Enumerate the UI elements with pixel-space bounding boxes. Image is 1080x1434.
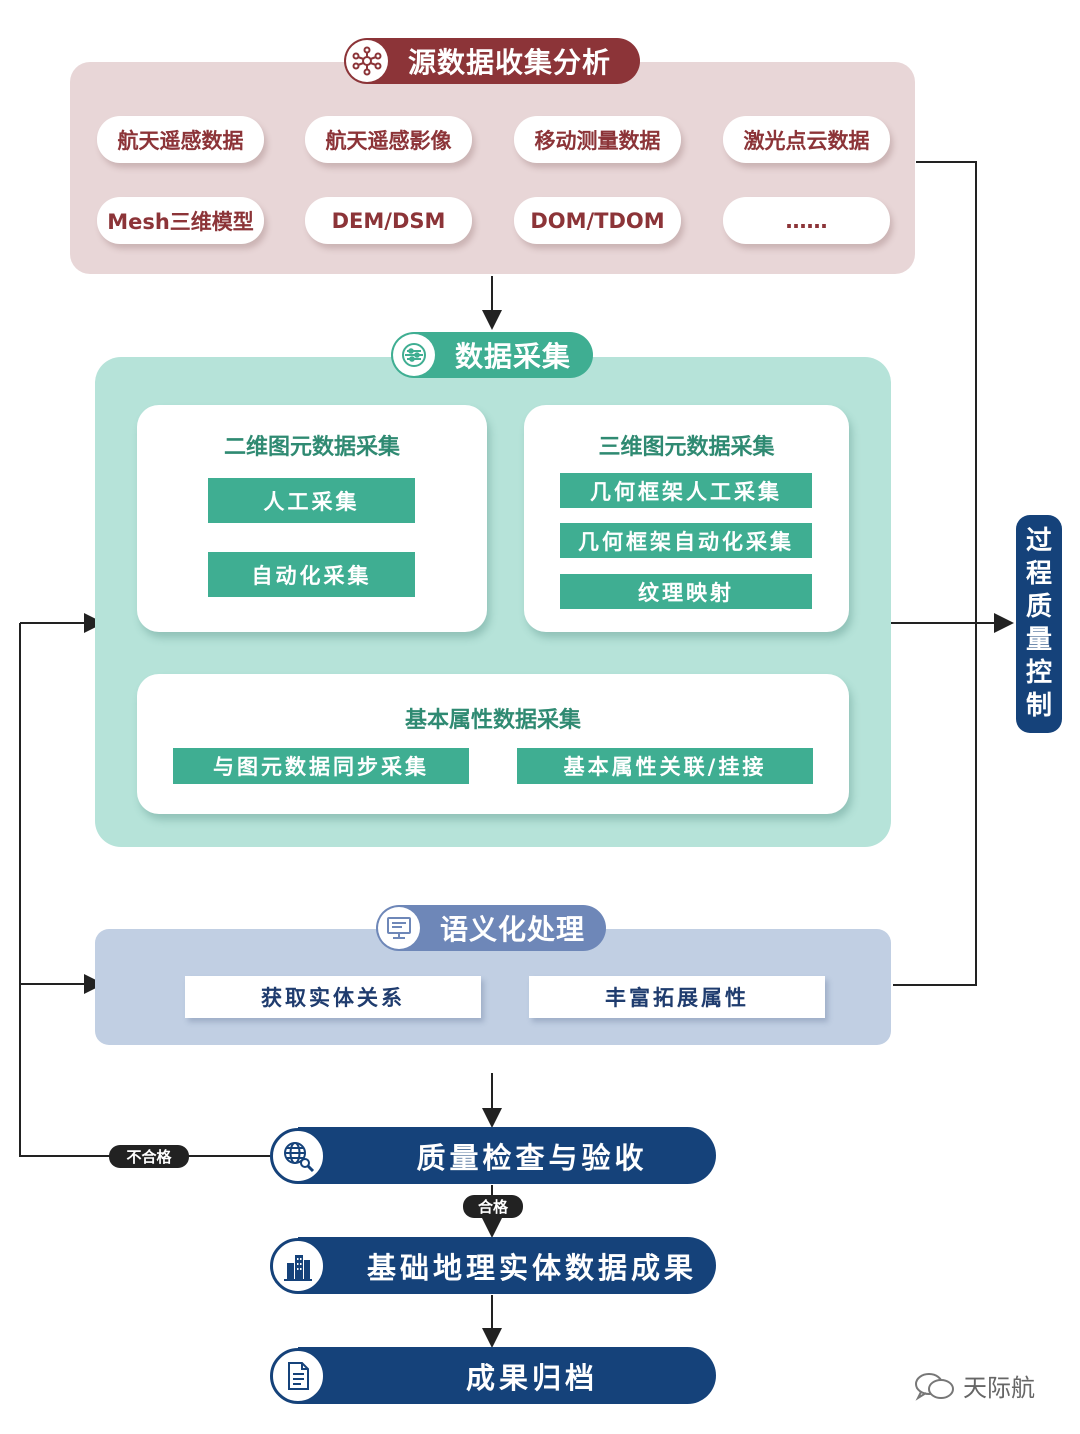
fail-badge: 不合格 [109,1145,189,1168]
collect-bar: 几何框架自动化采集 [560,523,812,558]
inspect-label: 质量检查与验收 [416,1140,648,1175]
archive-step: 成果归档 [298,1347,716,1404]
watermark: 天际航 [913,1368,1035,1403]
semantic-bar: 丰富拓展属性 [529,976,825,1018]
source-item: 航天遥感影像 [305,116,472,163]
qc-line-top [893,161,977,986]
collect-title: 数据采集 [455,340,572,373]
collect-bar: 与图元数据同步采集 [173,748,469,784]
source-title-pill: 源数据收集分析 [344,38,640,84]
qc-char: 过 [1025,526,1052,556]
chat-bubble-icon [915,1372,954,1401]
collect-bar: 人工采集 [208,478,415,523]
qc-char: 量 [1025,625,1052,655]
process-quality-control: 过 程 质 量 控 制 [1016,515,1062,733]
watermark-text: 天际航 [963,1374,1035,1402]
card-attributes-title: 基本属性数据采集 [404,708,581,733]
card-2d-title: 二维图元数据采集 [223,435,400,460]
data-flow-icon [393,334,435,376]
network-icon [346,40,388,82]
source-item: DOM/TDOM [514,197,681,244]
collect-bar: 自动化采集 [208,552,415,597]
source-item: 激光点云数据 [723,116,890,163]
source-item: …… [723,197,890,244]
card-attributes: 基本属性数据采集 与图元数据同步采集 基本属性关联/挂接 [137,674,849,814]
source-item: 移动测量数据 [514,116,681,163]
buildings-icon [270,1238,326,1294]
qc-char: 质 [1025,592,1052,622]
collect-bar: 几何框架人工采集 [560,473,812,508]
qc-char: 程 [1025,559,1052,589]
card-3d: 三维图元数据采集 几何框架人工采集 几何框架自动化采集 纹理映射 [524,405,849,632]
source-item: DEM/DSM [305,197,472,244]
source-item: 航天遥感数据 [97,116,264,163]
card-2d: 二维图元数据采集 人工采集 自动化采集 [137,405,487,632]
source-item: Mesh三维模型 [97,197,264,244]
globe-search-icon [270,1128,326,1184]
pass-badge: 合格 [463,1195,523,1218]
semantic-title-pill: 语义化处理 [376,905,606,951]
archive-label: 成果归档 [465,1360,598,1395]
semantic-bar: 获取实体关系 [185,976,481,1018]
source-title: 源数据收集分析 [408,46,612,79]
monitor-icon [378,907,420,949]
semantic-title: 语义化处理 [440,913,586,946]
collect-bar: 纹理映射 [560,574,812,609]
qc-char: 制 [1025,691,1052,721]
document-icon [270,1348,326,1404]
inspect-step: 质量检查与验收 [298,1127,716,1184]
qc-char: 控 [1025,658,1052,688]
result-step: 基础地理实体数据成果 [298,1237,716,1294]
collect-bar: 基本属性关联/挂接 [517,748,813,784]
collect-title-pill: 数据采集 [391,332,593,378]
result-label: 基础地理实体数据成果 [366,1250,697,1285]
card-3d-title: 三维图元数据采集 [598,435,775,460]
